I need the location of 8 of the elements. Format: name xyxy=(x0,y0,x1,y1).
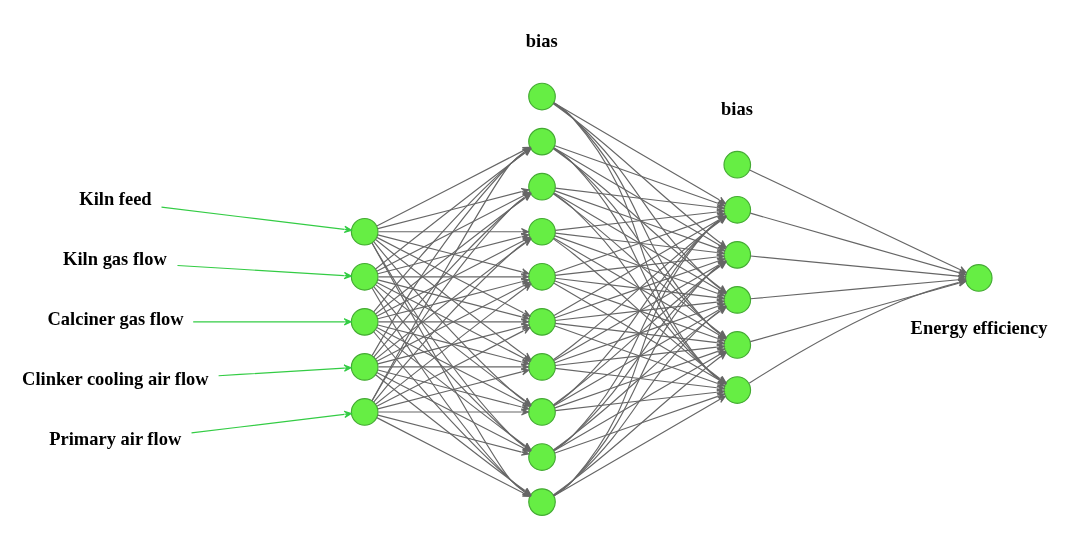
node-label: Energy efficiency xyxy=(910,317,1048,338)
node-text: Primary air flow xyxy=(49,428,182,449)
node-label: bias xyxy=(525,30,558,51)
node-text: Kiln gas flow xyxy=(63,248,167,269)
node-text: Calciner gas flow xyxy=(47,308,184,329)
node-label: bias xyxy=(721,98,753,119)
node-text: Clinker cooling air flow xyxy=(22,368,209,389)
node-text: Kiln feed xyxy=(79,188,152,209)
